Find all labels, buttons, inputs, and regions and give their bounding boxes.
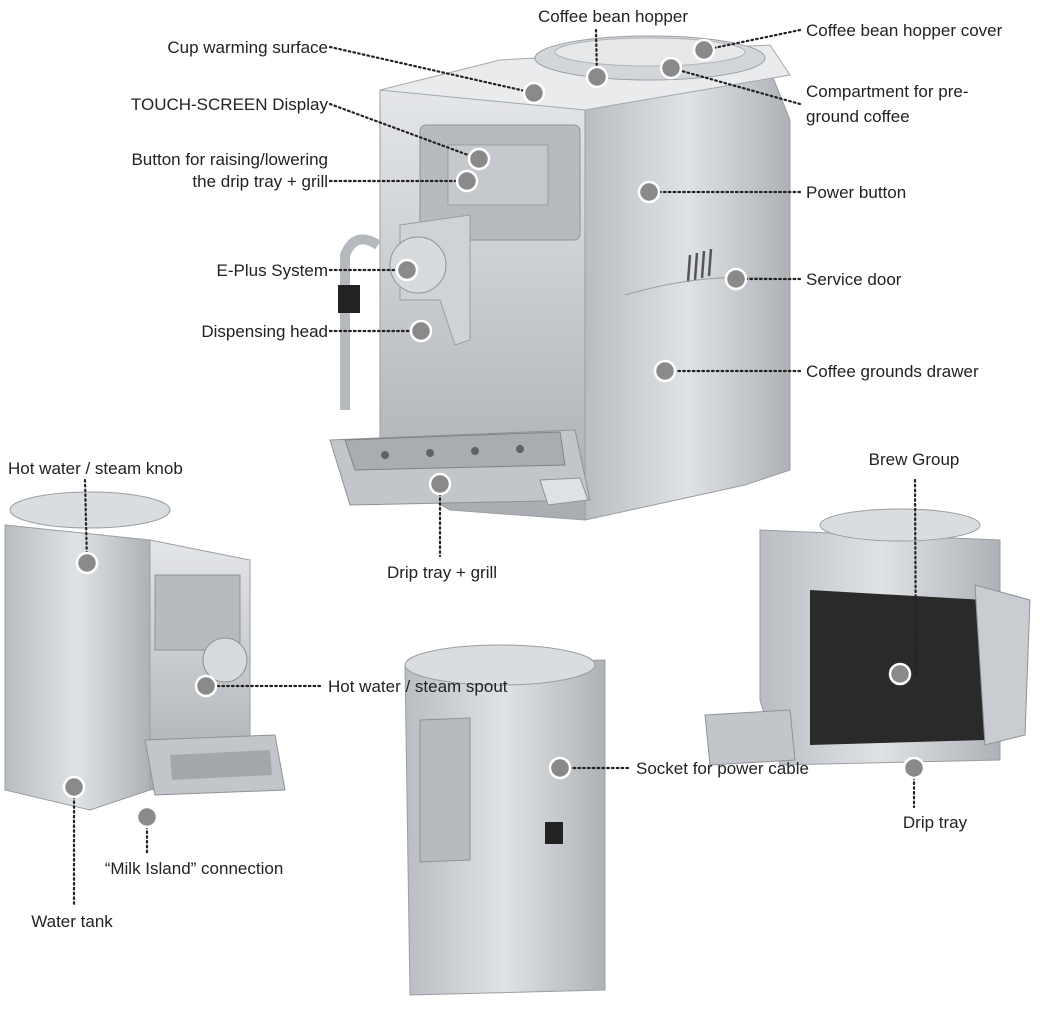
dot-drip-tray-grill [428,472,452,496]
dot-power-button [637,180,661,204]
left-machine [4,491,286,811]
label-drip-tray: Drip tray [902,813,968,832]
dot-grounds-drawer [653,359,677,383]
main-machine [329,35,791,521]
label-brew-group: Brew Group [868,450,960,469]
label-drip-tray-grill: Drip tray + grill [386,563,498,582]
dot-drip-tray-button [455,169,479,193]
label-compartment-line2: ground coffee [806,107,910,126]
label-e-plus-system: E-Plus System [216,261,328,280]
callout-dots [62,38,926,829]
bottom-machine [404,644,606,996]
main-machine-right-side [584,69,791,521]
label-coffee-bean-hopper-cover: Coffee bean hopper cover [806,21,1003,40]
label-dispensing-head: Dispensing head [201,322,328,341]
label-coffee-grounds-drawer: Coffee grounds drawer [806,362,979,381]
dot-dispensing-head [409,319,433,343]
dot-hopper-cover [692,38,716,62]
dot-compartment [659,56,683,80]
label-milk-island-connection: “Milk Island” connection [104,859,284,878]
dot-coffee-bean-hopper [585,65,609,89]
label-drip-tray-button-line1: Button for raising/lowering [131,150,328,169]
dot-socket [548,756,572,780]
label-service-door: Service door [806,270,902,289]
dot-milk-island [135,805,159,829]
dot-hot-water-knob [75,551,99,575]
leader-lines [72,28,918,909]
label-power-button: Power button [806,183,907,202]
dot-hot-water-spout [194,674,218,698]
steam-wand-shape [340,234,381,410]
right-machine [704,508,1031,766]
label-water-tank: Water tank [31,912,113,931]
label-touch-screen-display: TOUCH-SCREEN Display [130,95,328,114]
label-drip-tray-button-line2: the drip tray + grill [192,172,328,191]
label-socket-power-cable: Socket for power cable [636,759,809,778]
label-hot-water-steam-knob: Hot water / steam knob [8,459,183,478]
label-hot-water-steam-spout: Hot water / steam spout [328,677,508,696]
label-coffee-bean-hopper: Coffee bean hopper [538,7,688,26]
service-door-vents [686,248,713,283]
left-machine-body [4,524,151,811]
label-cup-warming-surface: Cup warming surface [167,38,328,57]
dot-brew-group [888,662,912,686]
dot-drip-tray [902,756,926,780]
label-compartment-line1: Compartment for pre- [806,82,969,101]
dot-e-plus [395,258,419,282]
dot-cup-warming [522,81,546,105]
dot-water-tank [62,775,86,799]
dot-touch-screen [467,147,491,171]
dot-service-door [724,267,748,291]
